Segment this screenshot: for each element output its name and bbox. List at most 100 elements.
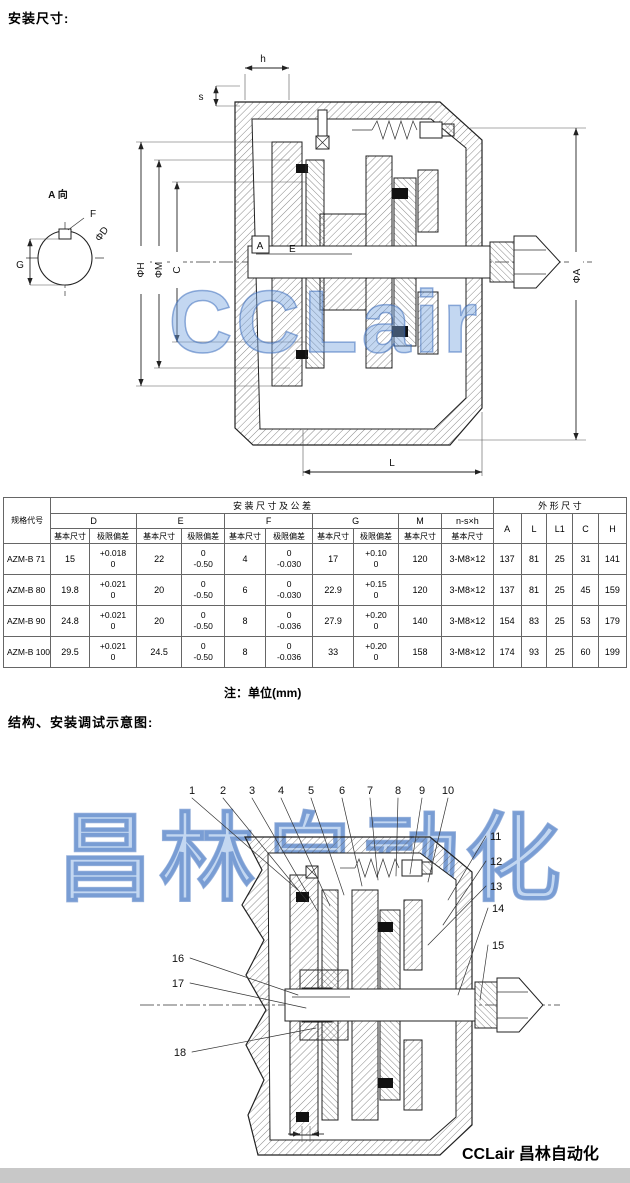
table-cell: 3-M8×12 bbox=[441, 574, 494, 606]
table-cell: 20 bbox=[136, 605, 183, 637]
subheader-basic: 基本尺寸 bbox=[136, 528, 183, 544]
table-cell: 0 -0.50 bbox=[181, 636, 226, 668]
table-cell: 140 bbox=[398, 605, 443, 637]
table-cell: 45 bbox=[572, 574, 599, 606]
part-number-label: 18 bbox=[174, 1047, 186, 1059]
table-cell: 0 -0.50 bbox=[181, 605, 226, 637]
table-cell: 24.5 bbox=[136, 636, 183, 668]
dimension-phiM: ΦM bbox=[152, 159, 290, 369]
dimension-table-wrap: 规格代号 安 装 尺 寸 及 公 差 外 形 尺 寸 D E F G M n-s… bbox=[2, 497, 628, 668]
part-number-label: 6 bbox=[339, 785, 345, 797]
shaft bbox=[247, 245, 491, 279]
col-header-C: C bbox=[572, 513, 599, 544]
table-cell: 3-M8×12 bbox=[441, 605, 494, 637]
dim-label-phiM: ΦM bbox=[154, 262, 165, 278]
table-cell: 17 bbox=[312, 543, 354, 575]
part-number-label: 9 bbox=[419, 785, 425, 797]
bottom-bar bbox=[0, 1168, 630, 1183]
shaft-nut bbox=[474, 981, 498, 1029]
part-number-label: 8 bbox=[395, 785, 401, 797]
dim-label-phiA: ΦA bbox=[572, 268, 583, 283]
table-cell: 25 bbox=[546, 636, 574, 668]
table-cell: 141 bbox=[597, 543, 628, 575]
part-callouts: 1 2 3 4 5 6 7 8 9 10 11 12 13 14 15 16 1… bbox=[172, 785, 504, 1059]
col-group-install: 安 装 尺 寸 及 公 差 bbox=[50, 497, 494, 514]
dim-label-h: h bbox=[260, 54, 266, 65]
section-marker-A: A bbox=[251, 235, 270, 254]
pressure-spring bbox=[340, 857, 433, 879]
col-header-M: M bbox=[398, 513, 443, 529]
col-header-L1: L1 bbox=[546, 513, 574, 544]
dimension-L: L bbox=[302, 412, 483, 476]
table-cell: +0.021 0 bbox=[88, 605, 138, 637]
col-header-spec: 规格代号 bbox=[2, 497, 52, 544]
unit-note: 注：单位(mm) bbox=[224, 686, 302, 700]
subheader-basic: 基本尺寸 bbox=[441, 528, 494, 544]
table-cell: +0.20 0 bbox=[352, 636, 400, 668]
subheader-basic: 基本尺寸 bbox=[50, 528, 90, 544]
table-cell: 27.9 bbox=[312, 605, 354, 637]
table-cell: 137 bbox=[492, 574, 522, 606]
dim-label-phiH: ΦH bbox=[136, 262, 147, 277]
table-cell: +0.20 0 bbox=[352, 605, 400, 637]
table-cell: 154 bbox=[492, 605, 522, 637]
watermark-cclair: CCLair bbox=[169, 272, 482, 371]
table-cell: 93 bbox=[520, 636, 548, 668]
subheader-dev: 极限偏差 bbox=[88, 528, 138, 544]
subheader-basic: 基本尺寸 bbox=[224, 528, 266, 544]
shaft-end-view: A 向 F ΦD G bbox=[16, 188, 111, 296]
col-header-nsh: n-s×h bbox=[441, 513, 494, 529]
table-row: AZM-B 71 15 +0.018 0 22 0 -0.50 4 0 -0.0… bbox=[2, 543, 628, 575]
table-cell: +0.021 0 bbox=[88, 636, 138, 668]
table-cell: 199 bbox=[597, 636, 628, 668]
part-number-label: 15 bbox=[492, 940, 504, 952]
dim-label-G: G bbox=[16, 260, 24, 271]
dim-label-L: L bbox=[389, 458, 395, 469]
header-row-dims: D E F G M n-s×h A L L1 C H bbox=[4, 513, 628, 544]
spec-code-cell: AZM-B 80 bbox=[2, 574, 52, 606]
table-cell: 0 -0.030 bbox=[264, 543, 314, 575]
table-cell: 19.8 bbox=[50, 574, 90, 606]
subheader-dev: 极限偏差 bbox=[181, 528, 226, 544]
col-header-L: L bbox=[520, 513, 548, 544]
table-cell: 29.5 bbox=[50, 636, 90, 668]
table-cell: 3-M8×12 bbox=[441, 543, 494, 575]
table-cell: +0.10 0 bbox=[352, 543, 400, 575]
table-cell: +0.021 0 bbox=[88, 574, 138, 606]
col-header-A: A bbox=[492, 513, 522, 544]
table-cell: 20 bbox=[136, 574, 183, 606]
table-cell: +0.018 0 bbox=[88, 543, 138, 575]
header-row-groups: 规格代号 安 装 尺 寸 及 公 差 外 形 尺 寸 bbox=[2, 497, 628, 544]
dimensions-table: 规格代号 安 装 尺 寸 及 公 差 外 形 尺 寸 D E F G M n-s… bbox=[2, 497, 628, 668]
table-cell: 31 bbox=[572, 543, 599, 575]
structure-diagram: 昌林自动化 bbox=[56, 785, 562, 1156]
dimension-s: s bbox=[199, 85, 240, 107]
col-header-H: H bbox=[597, 513, 628, 544]
air-gap-indicator bbox=[288, 1126, 324, 1142]
table-cell: 81 bbox=[520, 543, 548, 575]
spec-code-cell: AZM-B 71 bbox=[2, 543, 52, 575]
table-cell: 120 bbox=[398, 574, 443, 606]
part-number-label: 10 bbox=[442, 785, 454, 797]
part-number-label: 4 bbox=[278, 785, 284, 797]
table-row: AZM-B 100 29.5 +0.021 0 24.5 0 -0.50 8 0… bbox=[2, 636, 628, 668]
col-header-F: F bbox=[224, 513, 314, 529]
view-a-label: A 向 bbox=[48, 188, 68, 201]
table-cell: 0 -0.50 bbox=[181, 543, 226, 575]
adjusting-stud bbox=[315, 109, 330, 150]
table-cell: 22 bbox=[136, 543, 183, 575]
part-number-label: 3 bbox=[249, 785, 255, 797]
table-cell: 8 bbox=[224, 636, 266, 668]
dim-label-phiD: ΦD bbox=[93, 225, 111, 244]
table-cell: 137 bbox=[492, 543, 522, 575]
subheader-dev: 极限偏差 bbox=[352, 528, 400, 544]
table-cell: 33 bbox=[312, 636, 354, 668]
table-cell: 0 -0.036 bbox=[264, 636, 314, 668]
part-number-label: 5 bbox=[308, 785, 314, 797]
release-cone bbox=[513, 235, 561, 289]
table-cell: 24.8 bbox=[50, 605, 90, 637]
table-cell: 0 -0.030 bbox=[264, 574, 314, 606]
shaft bbox=[284, 988, 476, 1022]
col-group-outline: 外 形 尺 寸 bbox=[492, 497, 628, 514]
table-cell: 174 bbox=[492, 636, 522, 668]
